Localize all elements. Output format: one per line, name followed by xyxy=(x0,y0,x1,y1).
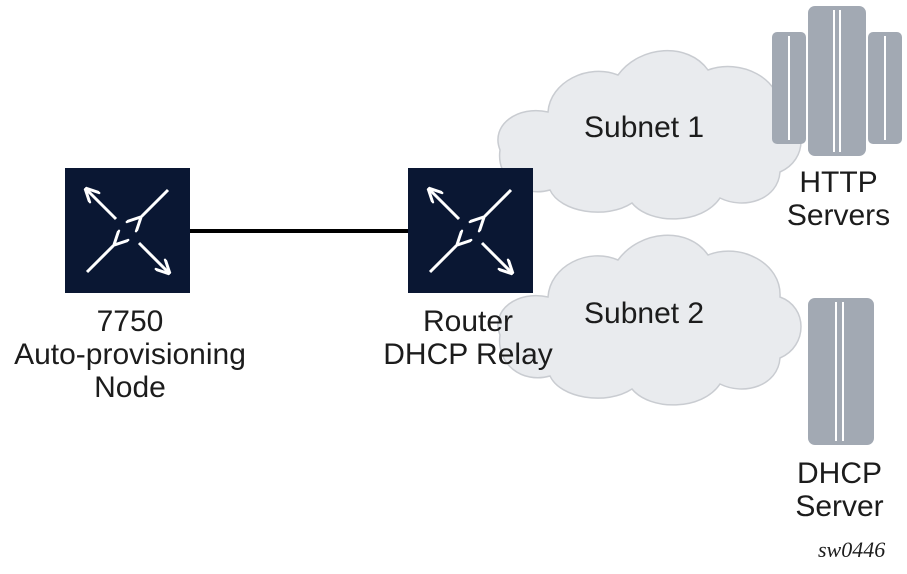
http-servers-label-line2: Servers xyxy=(786,199,891,232)
figure-id: sw0446 xyxy=(818,537,886,562)
dhcp-server-label: DHCP Server xyxy=(772,457,907,523)
auto-node-label: 7750 Auto-provisioning Node xyxy=(0,305,260,404)
dhcp-server-icon xyxy=(808,298,874,445)
http-servers-rack-icon xyxy=(772,6,902,156)
subnet1-label: Subnet 1 xyxy=(584,111,705,144)
relay-label-line1: Router xyxy=(422,305,514,338)
auto-node-label-line3: Node xyxy=(94,371,166,404)
auto-node-router-icon xyxy=(65,168,190,293)
relay-router-icon xyxy=(408,168,533,293)
dhcp-server-label-line1: DHCP xyxy=(796,457,882,490)
subnet2-label: Subnet 2 xyxy=(584,297,705,330)
dhcp-server-label-line2: Server xyxy=(795,490,884,523)
relay-label: Router DHCP Relay xyxy=(368,305,568,371)
auto-node-label-line1: 7750 xyxy=(96,305,164,338)
relay-label-line2: DHCP Relay xyxy=(383,338,553,371)
auto-node-label-line2: Auto-provisioning xyxy=(14,338,246,371)
http-servers-label: HTTP Servers xyxy=(770,166,907,232)
http-servers-label-line1: HTTP xyxy=(799,166,878,199)
subnet2-cloud-icon xyxy=(497,234,802,406)
